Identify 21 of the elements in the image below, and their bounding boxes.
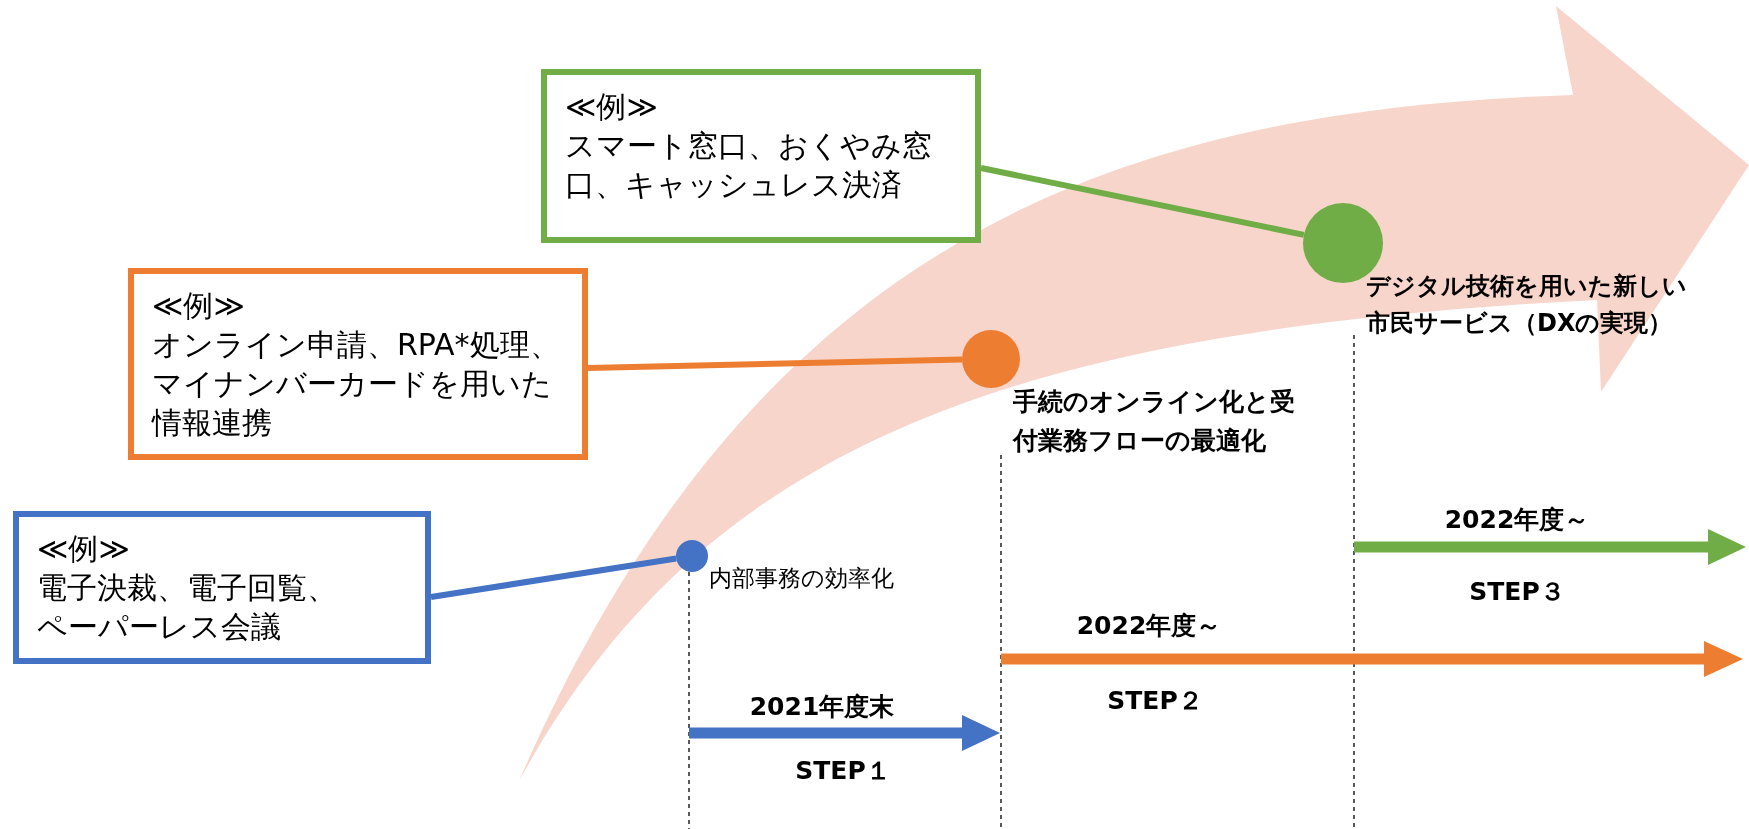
- example-box: [541, 69, 981, 243]
- example-heading: ≪例≫: [37, 530, 131, 568]
- leader-line: [980, 165, 1305, 238]
- example-box: [13, 511, 431, 664]
- milestone-label: 内部事務の効率化: [709, 564, 895, 593]
- example-text: オンライン申請、RPA*処理、マイナンバーカードを用いた情報連携: [152, 326, 561, 442]
- milestone-label: 手続のオンライン化と受付業務フローの最適化: [1013, 386, 1296, 457]
- period-label: 2021年度末: [749, 690, 895, 723]
- leader-line: [430, 555, 677, 600]
- step-label: STEP１: [795, 754, 891, 787]
- step-label: STEP３: [1469, 575, 1565, 608]
- example-text: 電子決裁、電子回覧、ペーパーレス会議: [37, 569, 338, 646]
- leader-line: [587, 356, 963, 371]
- example-text: スマート窓口、おくやみ窓口、キャッシュレス決済: [565, 127, 933, 204]
- example-box: [128, 268, 588, 460]
- step-label: STEP２: [1107, 684, 1203, 717]
- period-label: 2022年度～: [1444, 503, 1590, 536]
- period-label: 2022年度～: [1076, 609, 1222, 642]
- example-heading: ≪例≫: [152, 287, 246, 325]
- example-heading: ≪例≫: [565, 88, 659, 126]
- milestone-label: デジタル技術を用いた新しい市民サービス（DXの実現）: [1366, 271, 1688, 340]
